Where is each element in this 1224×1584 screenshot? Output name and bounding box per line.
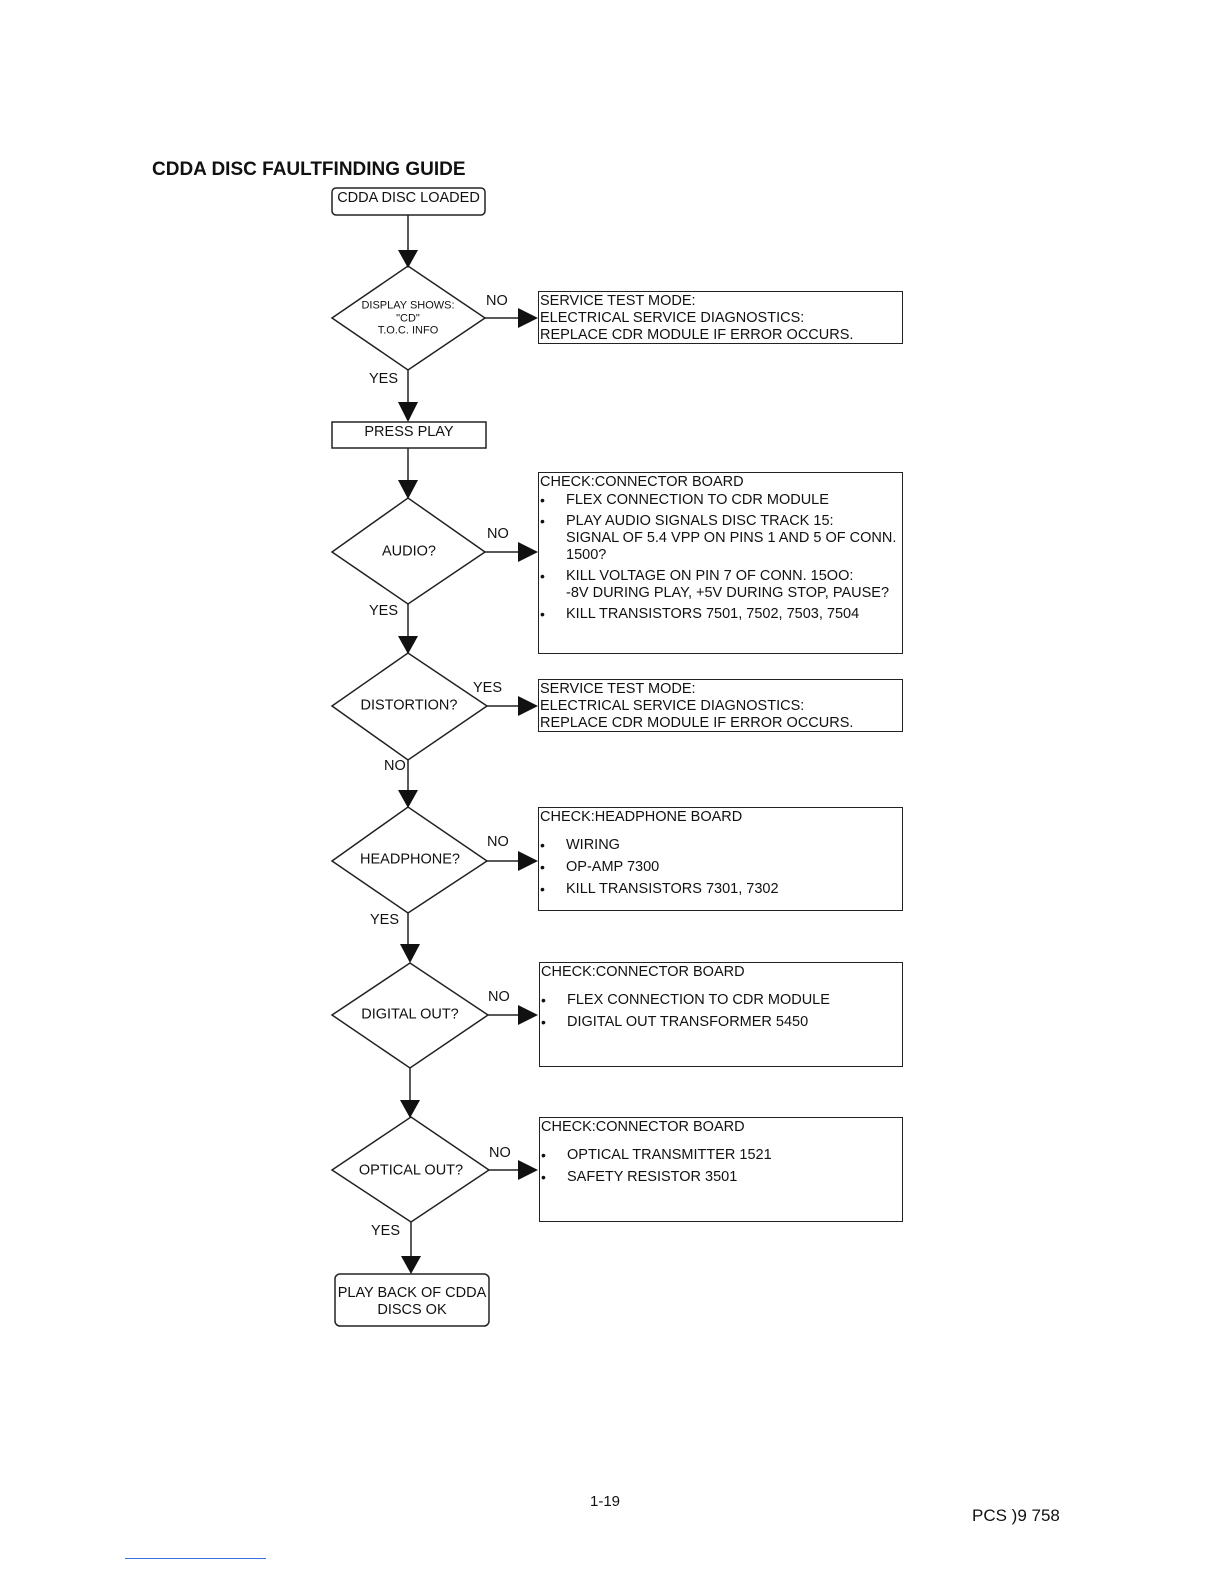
edge-label-no: NO	[487, 834, 509, 850]
display-decision-line-3: T.O.C. INFO	[377, 324, 439, 337]
edge-label-no: NO	[384, 758, 406, 774]
arrowhead-down	[400, 944, 420, 963]
arrowhead-down	[398, 636, 418, 654]
service-test-box: SERVICE TEST MODE: ELECTRICAL SERVICE DI…	[538, 291, 903, 344]
page-number: 1-19	[590, 1493, 621, 1510]
service-line-2: ELECTRICAL SERVICE DIAGNOSTICS:	[540, 698, 805, 714]
service-line-1: SERVICE TEST MODE:	[540, 293, 696, 309]
connector-board-audio-box: CHECK:CONNECTOR BOARD FLEX CONNECTION TO…	[538, 472, 903, 654]
service-line-1: SERVICE TEST MODE:	[540, 681, 696, 697]
display-decision-line-1: DISPLAY SHOWS:	[361, 299, 455, 312]
start-node-label: CDDA DISC LOADED	[337, 190, 480, 206]
document-id: PCS )9 758	[972, 1506, 1060, 1525]
connector-board-digital-box: CHECK:CONNECTOR BOARD FLEX CONNECTION TO…	[539, 962, 903, 1067]
display-decision-label: DISPLAY SHOWS: "CD" T.O.C. INFO	[361, 299, 454, 337]
service-line-3: REPLACE CDR MODULE IF ERROR OCCURS.	[540, 715, 854, 731]
arrowhead-right	[518, 542, 538, 562]
press-play-label: PRESS PLAY	[364, 424, 454, 440]
check-item: WIRING	[539, 837, 902, 854]
arrowhead-down	[398, 790, 418, 808]
check-item: FLEX CONNECTION TO CDR MODULE	[540, 992, 902, 1009]
edge-label-no: NO	[487, 526, 509, 542]
end-node-line-1: PLAY BACK OF CDDA	[337, 1285, 487, 1301]
edge-label-yes: YES	[370, 912, 400, 928]
box-heading: CHECK:CONNECTOR BOARD	[540, 474, 744, 490]
check-item: OP-AMP 7300	[539, 859, 902, 876]
check-list: FLEX CONNECTION TO CDR MODULE DIGITAL OU…	[540, 992, 902, 1031]
arrowhead-down	[398, 250, 418, 268]
audio-decision-label: AUDIO?	[382, 543, 436, 560]
distortion-decision-label: DISTORTION?	[360, 697, 458, 714]
check-item: DIGITAL OUT TRANSFORMER 5450	[540, 1014, 902, 1031]
edge-label-yes: YES	[369, 371, 399, 387]
check-item: PLAY AUDIO SIGNALS DISC TRACK 15: SIGNAL…	[539, 513, 902, 564]
edge-label-yes: YES	[371, 1223, 401, 1239]
optical-out-decision-label: OPTICAL OUT?	[358, 1162, 464, 1179]
edge-label-yes: YES	[369, 603, 399, 619]
arrowhead-right	[518, 1160, 538, 1180]
box-heading: CHECK:HEADPHONE BOARD	[540, 809, 743, 825]
connector-board-optical-box: CHECK:CONNECTOR BOARD OPTICAL TRANSMITTE…	[539, 1117, 903, 1222]
arrowhead-right	[518, 1005, 538, 1025]
arrowhead-right	[518, 308, 538, 328]
service-line-3: REPLACE CDR MODULE IF ERROR OCCURS.	[540, 327, 854, 343]
check-item: KILL VOLTAGE ON PIN 7 OF CONN. 15OO: -8V…	[539, 568, 902, 602]
headphone-board-box: CHECK:HEADPHONE BOARD WIRING OP-AMP 7300…	[538, 807, 903, 911]
digital-out-decision-label: DIGITAL OUT?	[361, 1006, 459, 1023]
check-item: OPTICAL TRANSMITTER 1521	[540, 1147, 902, 1164]
press-play-outline	[331, 421, 487, 449]
check-item: SAFETY RESISTOR 3501	[540, 1169, 902, 1186]
check-list: FLEX CONNECTION TO CDR MODULE PLAY AUDIO…	[539, 492, 902, 623]
check-list: OPTICAL TRANSMITTER 1521 SAFETY RESISTOR…	[540, 1147, 902, 1186]
headphone-decision-label: HEADPHONE?	[360, 851, 460, 868]
check-item: FLEX CONNECTION TO CDR MODULE	[539, 492, 902, 509]
display-decision-line-2: "CD"	[396, 311, 420, 324]
footer-rule	[125, 1558, 266, 1559]
service-line-2: ELECTRICAL SERVICE DIAGNOSTICS:	[540, 310, 805, 326]
arrowhead-down	[401, 1256, 421, 1274]
end-node-line-2: DISCS OK	[377, 1302, 447, 1318]
service-test-box: SERVICE TEST MODE: ELECTRICAL SERVICE DI…	[538, 679, 903, 732]
edge-label-no: NO	[489, 1145, 511, 1161]
edge-label-no: NO	[486, 293, 508, 309]
check-list: WIRING OP-AMP 7300 KILL TRANSISTORS 7301…	[539, 837, 902, 898]
arrowhead-right	[518, 851, 538, 871]
arrowhead-right	[518, 696, 538, 716]
edge-label-no: NO	[488, 989, 510, 1005]
box-heading: CHECK:CONNECTOR BOARD	[541, 1119, 745, 1135]
page-title: CDDA DISC FAULTFINDING GUIDE	[152, 159, 466, 180]
arrowhead-down	[398, 402, 418, 422]
edge-label-yes: YES	[473, 680, 503, 696]
arrowhead-down	[400, 1100, 420, 1118]
end-box-outline	[334, 1273, 490, 1327]
arrowhead-down	[398, 480, 418, 499]
box-heading: CHECK:CONNECTOR BOARD	[541, 964, 745, 980]
end-node-label: PLAY BACK OF CDDA DISCS OK	[335, 1285, 489, 1319]
check-item: KILL TRANSISTORS 7501, 7502, 7503, 7504	[539, 606, 902, 623]
check-item: KILL TRANSISTORS 7301, 7302	[539, 881, 902, 898]
